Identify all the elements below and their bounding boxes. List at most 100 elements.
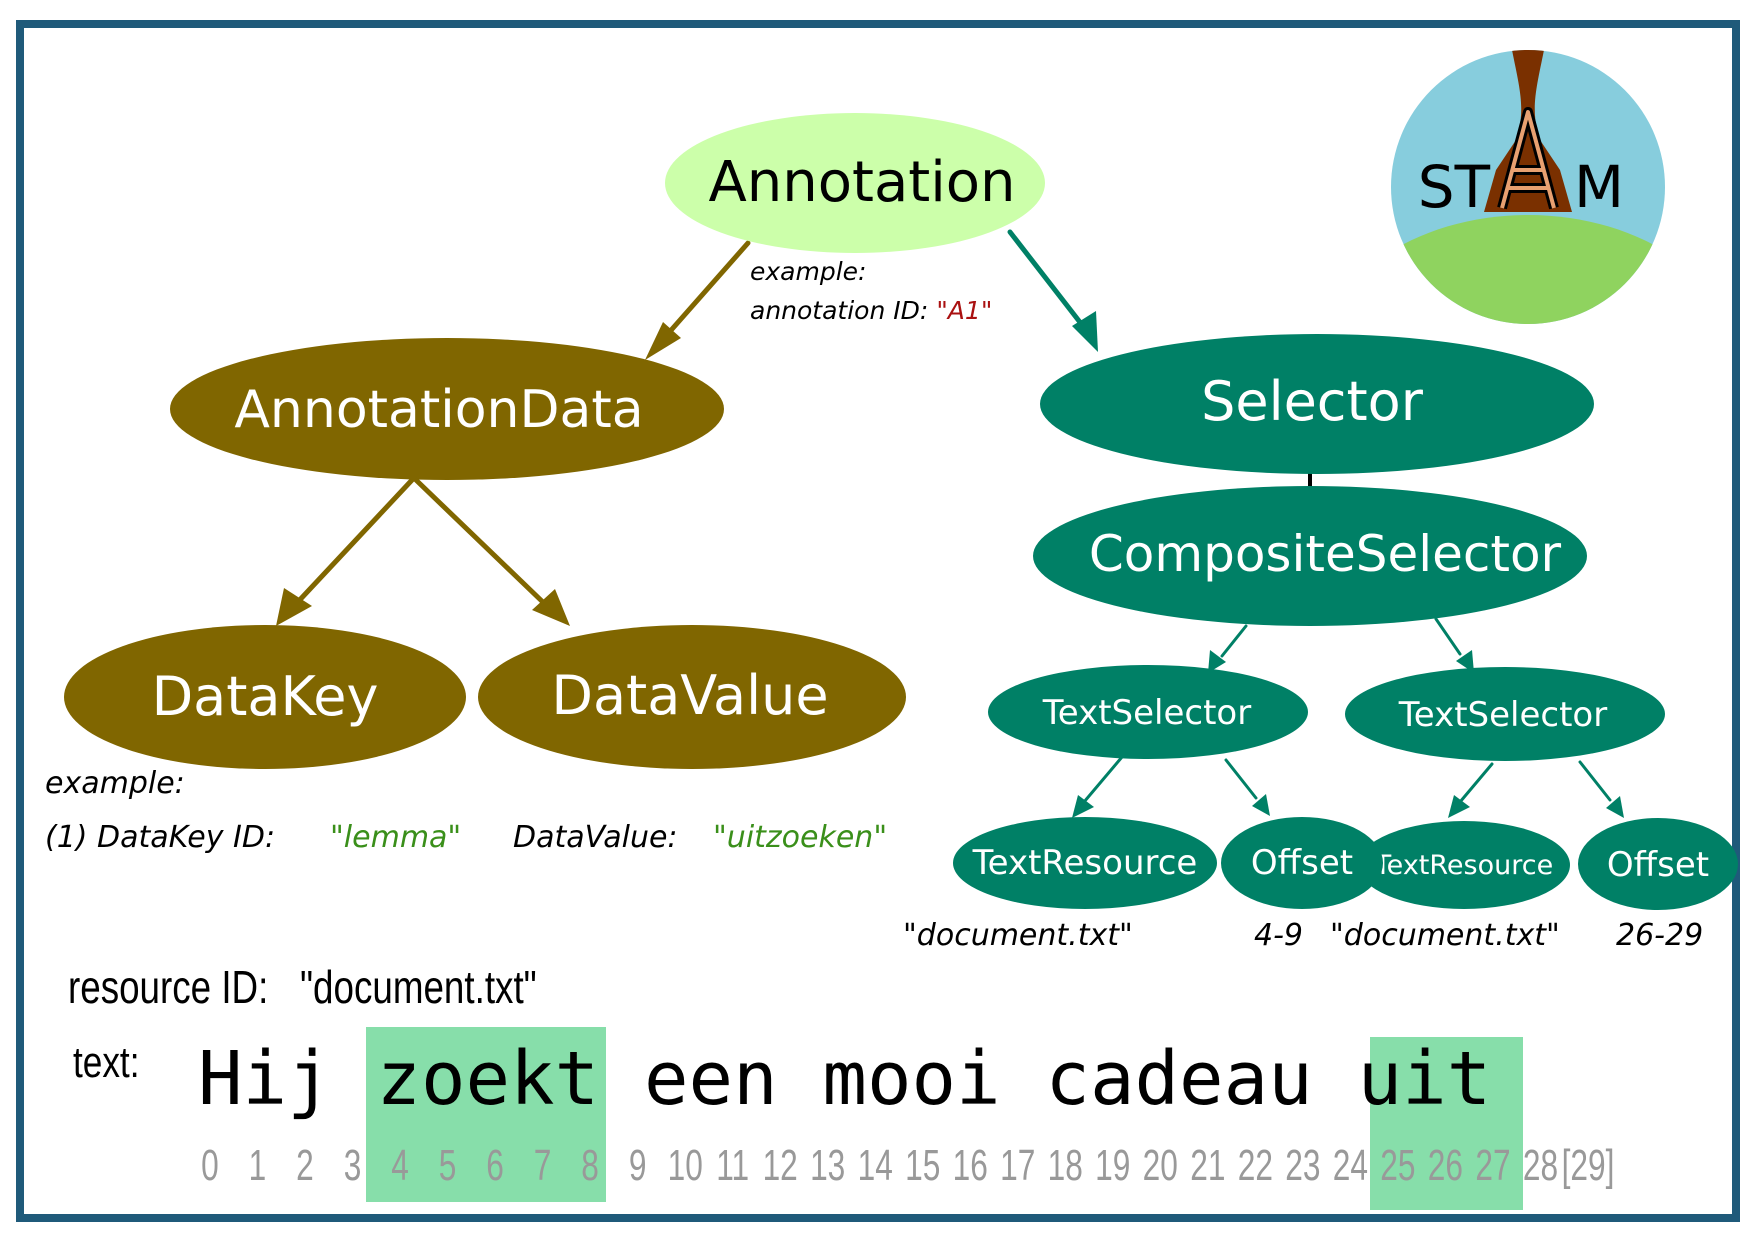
edge-annotationdata-to-datavalue	[413, 477, 551, 610]
selector-values: "document.txt" 4-9 "document.txt" 26-29	[903, 918, 1703, 953]
compositeselector-ellipse	[1033, 486, 1587, 626]
datavalue-ellipse	[478, 625, 906, 769]
annotation-example-heading: example:	[750, 257, 866, 286]
arrowhead-offset-2	[1606, 796, 1624, 818]
node-offset-1: Offset	[1221, 817, 1383, 909]
node-selector: Selector	[1040, 334, 1594, 474]
textresource-1-label: TextResource	[972, 843, 1198, 883]
highlight-uit	[1370, 1037, 1523, 1210]
logo-text-left: ST	[1418, 153, 1491, 221]
arrowhead-datakey	[276, 588, 312, 626]
text-index: 13	[810, 1141, 845, 1190]
annotation-label: Annotation	[708, 150, 1015, 215]
text-index: 17	[1000, 1141, 1035, 1190]
offset-1-label: Offset	[1251, 843, 1353, 883]
text-index: [29]	[1562, 1141, 1615, 1190]
annotation-id-value: "A1"	[936, 296, 992, 325]
datakey-id-value: "lemma"	[330, 820, 461, 855]
text-index: 15	[905, 1141, 940, 1190]
text-index: 9	[629, 1141, 647, 1190]
annotation-id-label: annotation ID:	[750, 296, 928, 325]
text-word: zoekt	[376, 1036, 599, 1122]
edge-annotation-to-annotationdata	[655, 240, 751, 348]
textresource-1-ellipse	[953, 817, 1217, 909]
text-index: 24	[1333, 1141, 1368, 1190]
datavalue-label: DataValue	[551, 664, 828, 727]
textresource-2-ellipse	[1358, 821, 1570, 909]
annotationdata-ellipse	[170, 338, 724, 480]
edge-textselector-1-to-textresource-1	[1082, 755, 1124, 804]
logo-tower-a-inner	[1500, 110, 1556, 209]
arrowhead-textselector-2	[1456, 650, 1474, 673]
offset-2-value: 26-29	[1616, 918, 1703, 953]
data-example-heading: example:	[45, 766, 185, 801]
edge-composite-to-textselector-2	[1434, 617, 1462, 656]
selector-ellipse	[1040, 334, 1594, 474]
textselector-2-ellipse	[1345, 667, 1665, 761]
text-index: 12	[763, 1141, 798, 1190]
text-index: 3	[344, 1141, 362, 1190]
arrowhead-textresource-1	[1072, 795, 1094, 818]
text-index: 22	[1238, 1141, 1273, 1190]
text-index: 7	[534, 1141, 552, 1190]
offset-2-ellipse	[1578, 818, 1738, 910]
resource-1-value: "document.txt"	[903, 918, 1133, 953]
node-datakey: DataKey	[64, 625, 466, 769]
textresource-2-label: TextResource	[1374, 850, 1553, 881]
datavalue-label-example: DataValue:	[513, 820, 678, 855]
text-index: 10	[668, 1141, 703, 1190]
logo-text-right: M	[1574, 153, 1624, 221]
edge-annotationdata-to-datakey	[292, 477, 415, 608]
resource-2-value: "document.txt"	[1330, 918, 1560, 953]
selector-label: Selector	[1201, 370, 1424, 433]
text-index: 18	[1048, 1141, 1083, 1190]
datakey-id-label: (1) DataKey ID:	[45, 820, 275, 855]
node-datavalue: DataValue	[478, 625, 906, 769]
highlight-zoekt	[366, 1027, 606, 1202]
textselector-2-label: TextSelector	[1398, 695, 1607, 735]
text-index: 4	[391, 1141, 409, 1190]
edge-annotation-to-selector	[1007, 229, 1089, 333]
text-index: 16	[953, 1141, 988, 1190]
textselector-1-ellipse	[988, 665, 1308, 759]
arrowhead-selector	[1072, 311, 1098, 352]
node-annotationdata: AnnotationData	[170, 338, 724, 480]
annotation-example-line: annotation ID: "A1"	[750, 296, 992, 325]
textselector-1-label: TextSelector	[1042, 693, 1251, 733]
text-index: 6	[486, 1141, 504, 1190]
text-index: 27	[1475, 1141, 1510, 1190]
annotation-example: example: annotation ID: "A1"	[750, 257, 992, 325]
arrowhead-annotationdata	[645, 322, 681, 360]
edge-textselector-1-to-offset-1	[1224, 758, 1258, 800]
edge-textselector-2-to-offset-2	[1578, 760, 1612, 802]
text-index: 19	[1095, 1141, 1130, 1190]
text-word: uit	[1358, 1036, 1492, 1122]
text-index: 11	[716, 1141, 749, 1190]
resource-id-value: "document.txt"	[300, 961, 537, 1013]
text-word: een	[644, 1036, 778, 1122]
text-index: 5	[439, 1141, 457, 1190]
edge-composite-to-textselector-1	[1220, 624, 1248, 658]
edge-textselector-2-to-textresource-2	[1458, 762, 1494, 804]
annotationdata-label: AnnotationData	[234, 380, 643, 440]
datavalue-value-example: "uitzoeken"	[713, 820, 887, 855]
datakey-ellipse	[64, 625, 466, 769]
text-index: 2	[296, 1141, 314, 1190]
data-example: example: (1) DataKey ID: "lemma" DataVal…	[45, 766, 887, 855]
node-annotation: Annotation	[665, 113, 1045, 253]
text-index: 20	[1143, 1141, 1178, 1190]
node-offset-2: Offset	[1578, 818, 1738, 910]
node-textresource-1: TextResource	[953, 817, 1217, 909]
datakey-label: DataKey	[152, 665, 379, 728]
arrowhead-textresource-2	[1448, 795, 1470, 818]
offset-2-label: Offset	[1607, 845, 1709, 885]
arrowhead-offset-1	[1252, 794, 1270, 816]
text-index: 28	[1523, 1141, 1558, 1190]
text-index: 1	[249, 1141, 267, 1190]
text-index: 14	[858, 1141, 893, 1190]
node-textresource-2: TextResource	[1358, 821, 1570, 909]
